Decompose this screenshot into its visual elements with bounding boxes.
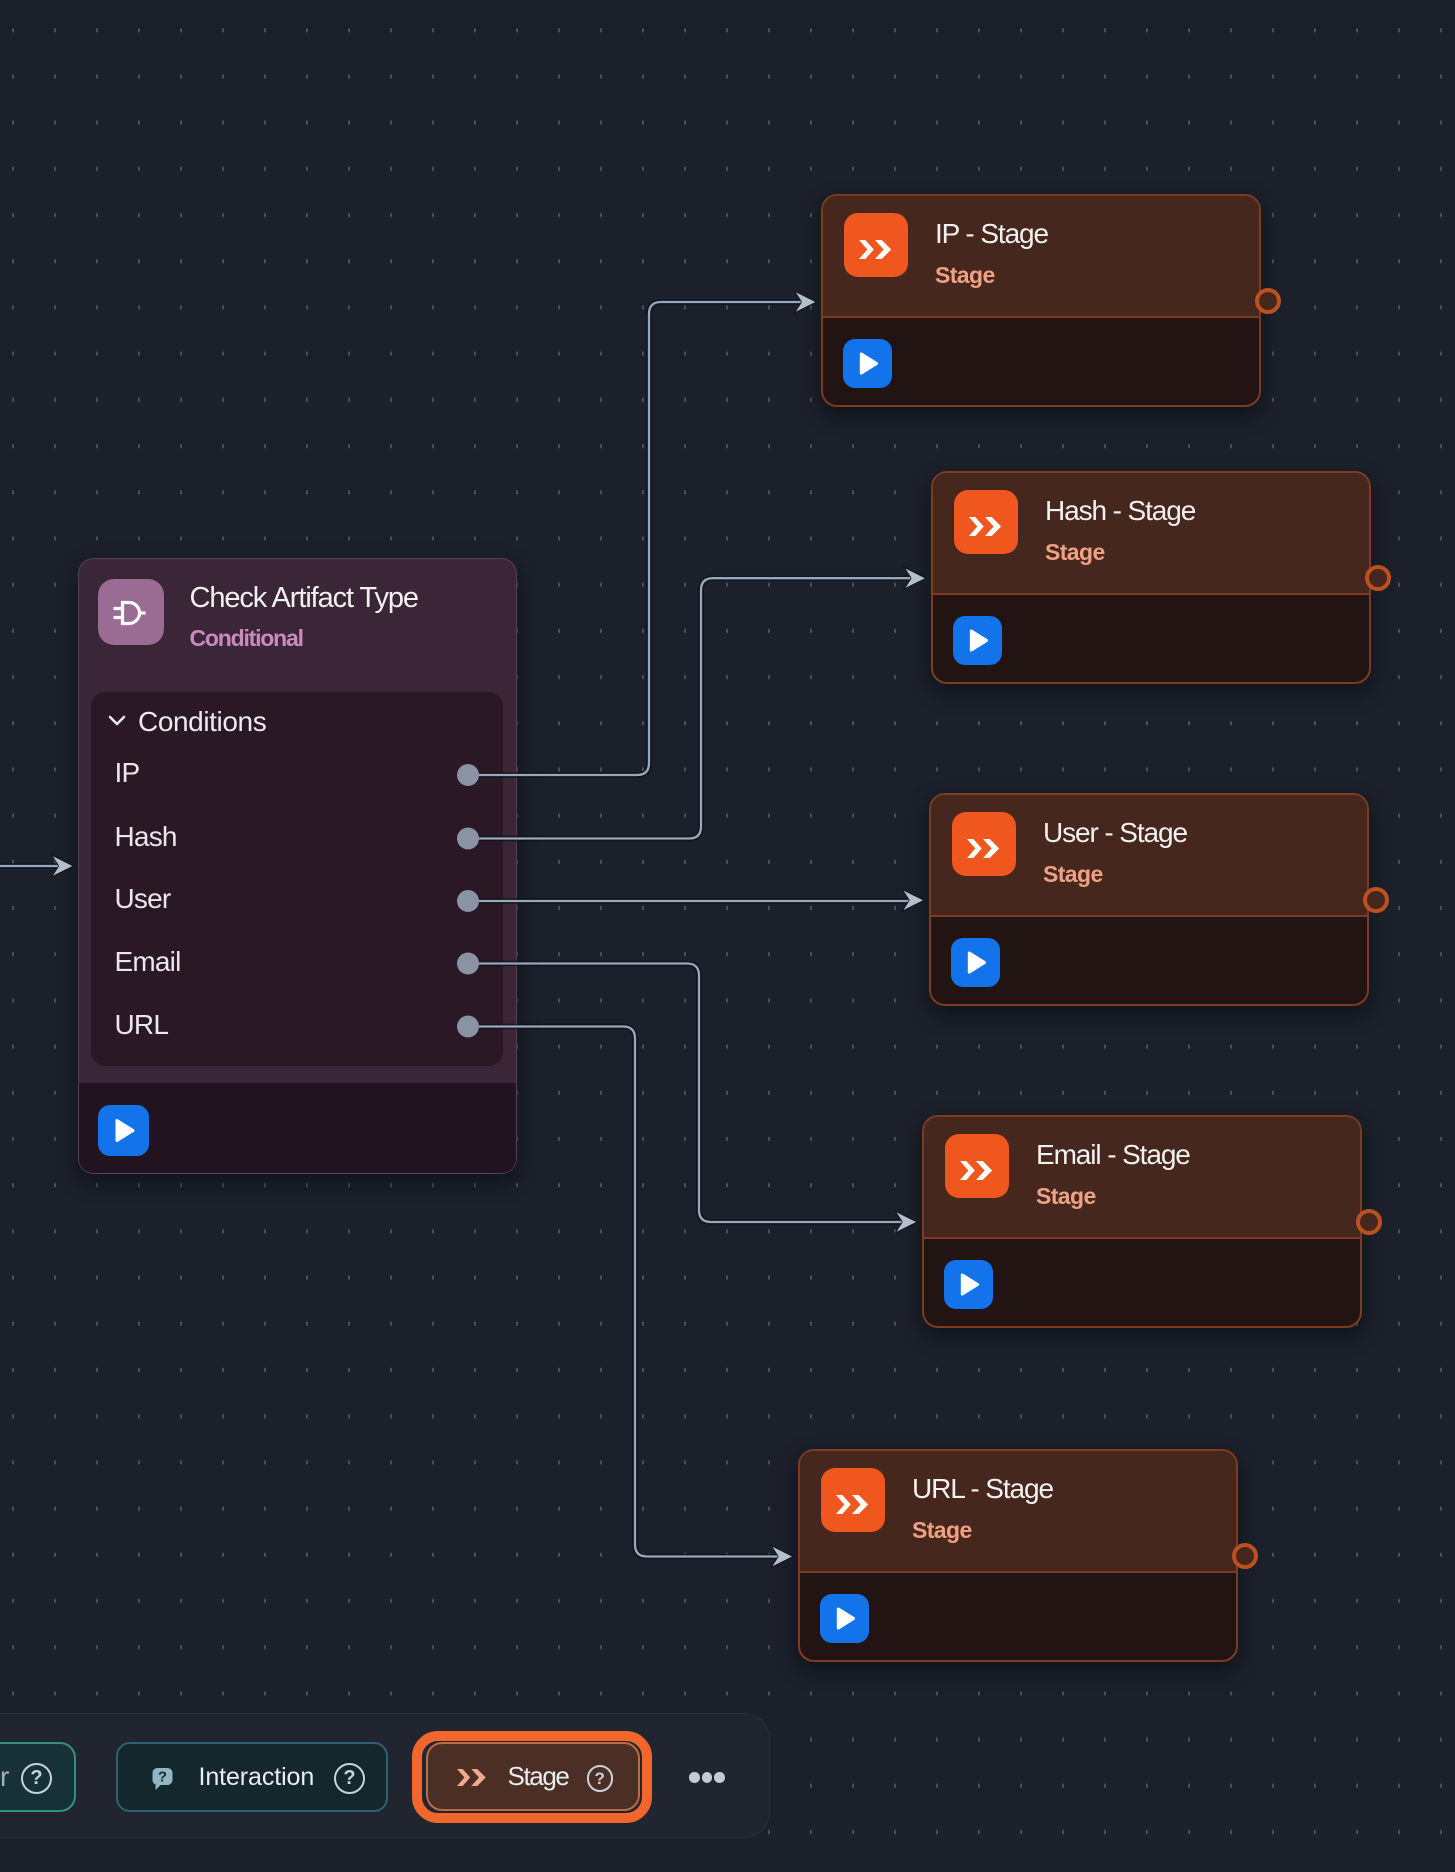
svg-text:?: ? xyxy=(158,1769,167,1786)
